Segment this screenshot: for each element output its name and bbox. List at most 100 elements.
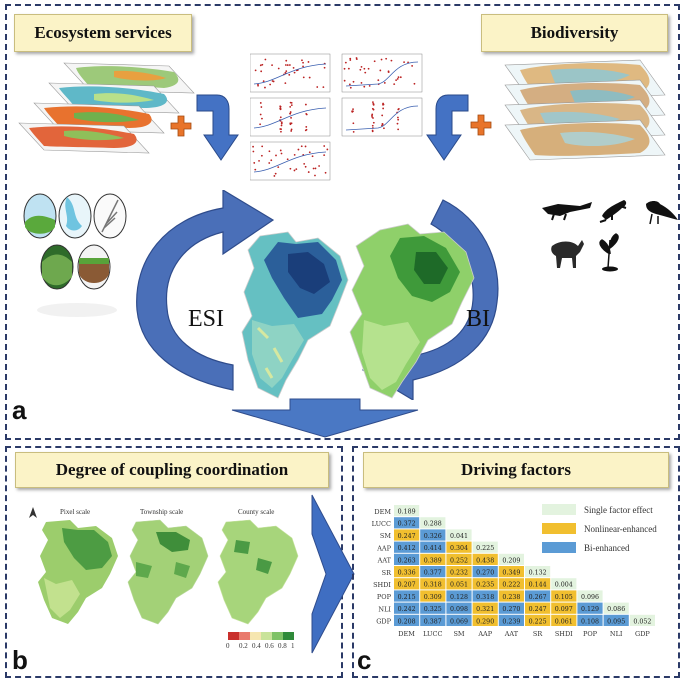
response-plot-point — [368, 85, 371, 87]
response-plot-point — [289, 111, 292, 113]
response-plot-point — [289, 122, 292, 125]
heatmap-cell-value: 0.377 — [424, 570, 442, 577]
cycle-arrow-left — [136, 190, 275, 391]
response-plot-point — [259, 113, 262, 116]
response-plot-point — [260, 70, 263, 73]
pixel-scale-map — [38, 520, 118, 624]
response-plot-point — [349, 59, 352, 61]
heatmap-cell-value: 0.041 — [450, 533, 468, 540]
response-plot-point — [316, 86, 319, 88]
coupling-colorbar — [228, 632, 294, 640]
heatmap-cell — [394, 517, 420, 529]
heatmap-col-label: SHDI — [555, 630, 573, 638]
heatmap-cell — [394, 529, 420, 541]
heatmap-cell — [394, 590, 420, 602]
heatmap-cell — [446, 578, 472, 590]
lizard-icon — [599, 200, 627, 223]
response-plot-point — [257, 84, 259, 87]
heatmap-cell-value: 0.321 — [476, 606, 494, 613]
heatmap-cell — [394, 541, 420, 553]
heatmap-cell — [394, 578, 420, 590]
heatmap-cell — [551, 590, 577, 602]
bi-label: BI — [466, 306, 490, 332]
response-plot-point — [269, 83, 272, 86]
response-plot-point — [288, 64, 291, 66]
heatmap-cell-value: 0.105 — [555, 594, 573, 601]
response-plot-point — [252, 145, 254, 148]
response-plot-point — [367, 67, 370, 70]
response-plot-point — [258, 159, 260, 162]
response-plot-point — [293, 153, 296, 156]
response-plot-point — [274, 172, 277, 175]
heatmap-cell-value: 0.108 — [581, 618, 599, 625]
response-plot-point — [304, 145, 307, 148]
heatmap-cell-value: 0.288 — [424, 521, 442, 528]
response-plot-point — [314, 167, 317, 170]
response-plot-point — [403, 61, 405, 63]
response-plot-point — [295, 168, 298, 171]
heatmap-cell-value: 0.095 — [607, 618, 625, 625]
response-plot-point — [318, 165, 321, 167]
heatmap-cell-value: 0.225 — [476, 545, 494, 552]
heatmap-cell-value: 0.270 — [502, 606, 520, 613]
colorbar-tick: 0.2 — [239, 642, 248, 650]
response-plot-point — [383, 127, 385, 130]
legend-nonlinear: Nonlinear-enhanced — [542, 519, 657, 538]
response-plot-point — [264, 58, 267, 61]
heatmap-cell — [446, 541, 472, 553]
heatmap-cell — [394, 614, 420, 626]
response-plot-point — [303, 162, 306, 165]
response-plot-point — [364, 71, 367, 74]
response-plot-point — [307, 171, 310, 173]
response-plot-point — [355, 57, 358, 59]
heatmap-cell — [420, 553, 446, 565]
heatmap-cell-value: 0.242 — [398, 606, 416, 613]
heatmap-cell — [525, 578, 551, 590]
heatmap-cell-value: 0.051 — [450, 582, 468, 589]
heatmap-col-label: AAP — [477, 630, 492, 638]
heatmap-cell — [446, 590, 472, 602]
response-plot-point — [293, 71, 296, 74]
response-plot-point — [312, 167, 315, 170]
panel-a — [5, 4, 680, 440]
heatmap-row-label: LUCC — [372, 520, 391, 528]
soil-icon — [77, 244, 111, 290]
heatmap-cell — [420, 578, 446, 590]
response-plot-point — [363, 85, 366, 88]
response-plot-point — [326, 148, 329, 151]
heatmap-cell-value: 0.232 — [450, 570, 468, 577]
response-plot-point — [260, 106, 263, 108]
response-plot-point — [285, 70, 288, 73]
heatmap-cell-value: 0.326 — [424, 533, 442, 540]
response-plot-point — [284, 82, 287, 85]
esi-map — [241, 231, 349, 399]
heatmap-cell — [472, 614, 498, 626]
response-plot-point — [286, 64, 289, 66]
legend-single-factor: Single factor effect — [542, 500, 657, 519]
heatmap-cell — [446, 614, 472, 626]
response-plot-point — [396, 78, 399, 80]
response-plot-point — [280, 130, 282, 133]
heatmap-cell — [472, 541, 498, 553]
heatmap-col-label: SR — [533, 630, 543, 638]
heatmap-row-label: SM — [380, 532, 391, 540]
ecosystem-layers-stack — [18, 62, 195, 154]
heatmap-col-label: AAT — [504, 630, 519, 638]
biodiversity-title: Biodiversity — [481, 14, 668, 52]
heatmap-cell — [603, 614, 629, 626]
heatmap-cell-value: 0.052 — [633, 618, 651, 625]
heatmap-col-label: POP — [583, 630, 598, 638]
heatmap-cell-value: 0.372 — [398, 521, 416, 528]
heatmap-cell-value: 0.247 — [529, 606, 547, 613]
panel-c — [352, 446, 680, 678]
response-plot-point — [308, 76, 311, 79]
response-plot-point — [348, 83, 351, 86]
response-plot-point — [304, 103, 307, 106]
heatmap-cell-value: 0.215 — [398, 594, 416, 601]
response-plot-point — [297, 148, 300, 151]
response-plot-point — [372, 101, 374, 104]
response-plot-point — [292, 67, 295, 69]
response-plot-point — [290, 130, 293, 132]
township-scale-label: Township scale — [140, 508, 184, 516]
heatmap-cell — [498, 590, 524, 602]
